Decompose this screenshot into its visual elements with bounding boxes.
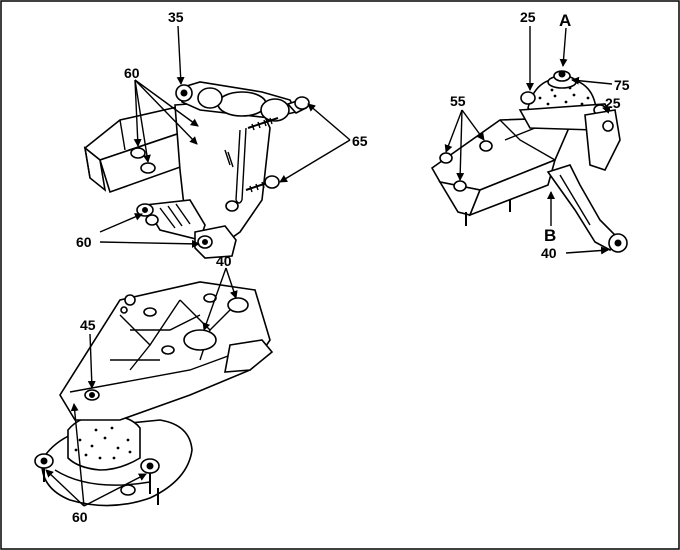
bottom-mount-assembly: [34, 281, 274, 507]
label-65: 65: [352, 133, 368, 149]
label-60-lower: 60: [76, 234, 92, 250]
label-45: 45: [80, 317, 96, 333]
label-25-right: 25: [605, 95, 621, 111]
label-A: A: [559, 11, 571, 30]
top-right-mount-assembly: [430, 70, 628, 253]
label-60-upper: 60: [124, 65, 140, 81]
label-35: 35: [168, 9, 184, 25]
label-75: 75: [614, 77, 630, 93]
label-40-bottom: 40: [216, 253, 232, 269]
top-left-leaders: [99, 25, 351, 248]
label-B: B: [544, 226, 556, 245]
label-25-left: 25: [520, 9, 536, 25]
rubber-texture-lower: [74, 426, 132, 460]
top-left-mount-assembly: [83, 81, 310, 259]
label-55: 55: [450, 93, 466, 109]
top-right-leaders: [444, 26, 613, 255]
label-60-bottom: 60: [72, 509, 88, 525]
bottom-leaders: [45, 267, 238, 507]
label-40-right: 40: [541, 245, 557, 261]
base-studs: [34, 453, 160, 505]
